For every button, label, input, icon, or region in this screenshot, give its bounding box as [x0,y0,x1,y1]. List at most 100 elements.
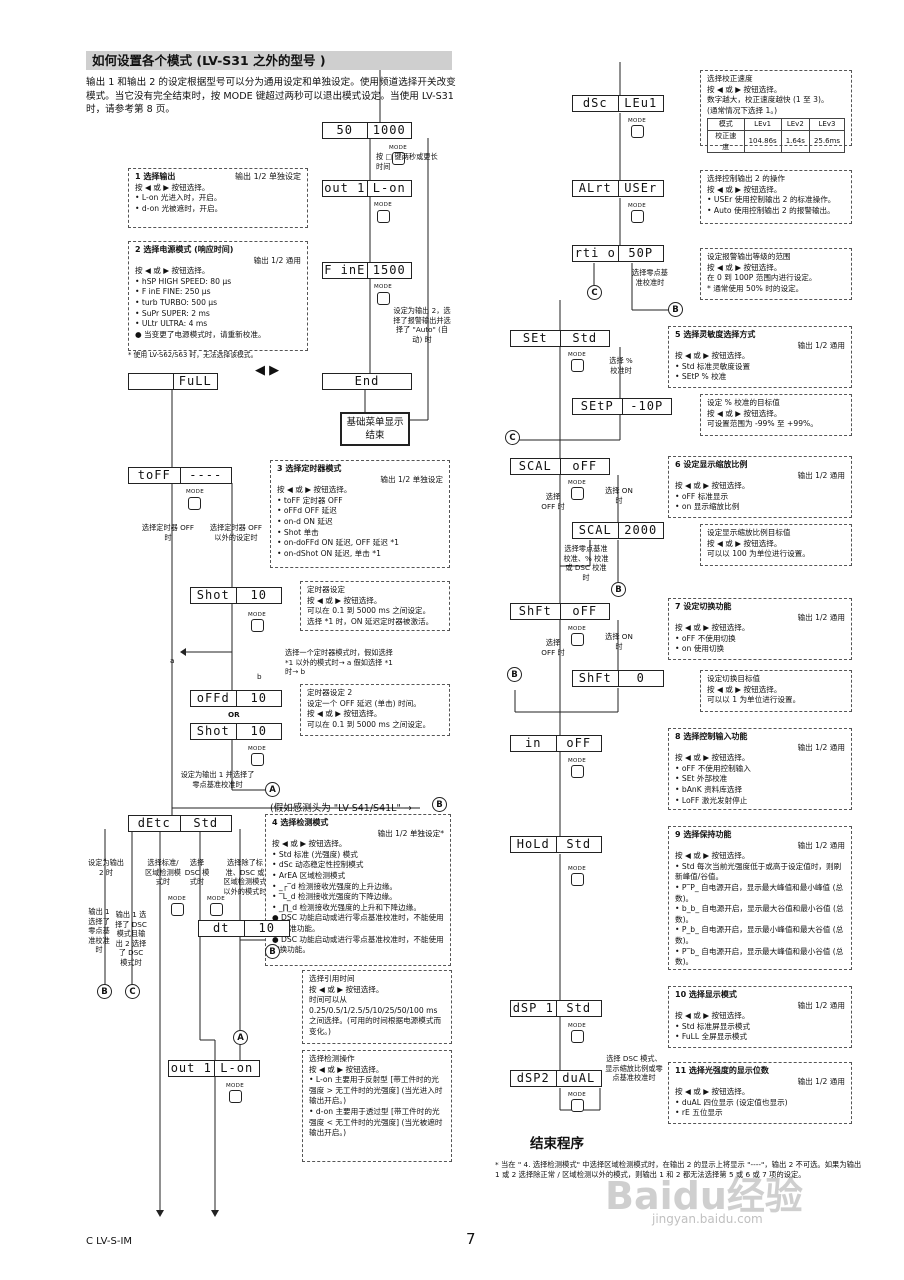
display-end: End [322,373,412,390]
mode-label: MODE [568,866,586,872]
box-scaling-target: 设定显示缩放比例目标值 按 ◀ 或 ▶ 按钮选择。 可以以 100 为单位进行设… [700,524,852,566]
mode-button[interactable] [392,152,405,165]
timer-off-note: 选择定时器 OFF 时 [141,523,195,542]
out1-zero-note: 设定为输出 1 并选择了零点基准校准时 [180,770,255,789]
box-timer-setting: 定时器设定 按 ◀ 或 ▶ 按钮选择。 可以在 0.1 到 5000 ms 之间… [300,581,450,631]
box-8-control-input: 8 选择控制输入功能 输出 1/2 通用 按 ◀ 或 ▶ 按钮选择。 • oFF… [668,728,852,810]
timer-other-note: 选择定时器 OFF 以外的设定时 [209,523,263,542]
connector-a: A [265,782,280,797]
or-label: OR [228,710,240,719]
end-menu-box: 基础菜单显示结束 [340,412,410,446]
box-7-shift: 7 设定切换功能 输出 1/2 通用 按 ◀ 或 ▶ 按钮选择。 • oFF 不… [668,598,852,660]
dsc-mode-note: 选择 DSC 模式时 [184,858,210,886]
mode-label: MODE [168,896,186,902]
box-timer-setting-2: 定时器设定 2 设定一个 OFF 延迟 (单击) 时间。 按 ◀ 或 ▶ 按钮选… [300,684,450,736]
mode-label: MODE [568,1023,586,1029]
zero-ref-note: 选择零点基准校准时 [632,268,668,287]
intro-text: 输出 1 和输出 2 的设定根据型号可以分为通用设定和单独设定。使用频道选择开关… [86,77,456,115]
connector-b-3: B [265,944,280,959]
display-setp: SEtP-10P [572,398,672,415]
mode-button[interactable] [571,1030,584,1043]
mode-button[interactable] [571,1099,584,1112]
mode-label: MODE [628,118,646,124]
mode-button[interactable] [377,292,390,305]
press-mode-note: 按 □ 键两秒或更长时间 [376,152,438,171]
mode-button[interactable] [229,1090,242,1103]
mode-button[interactable] [571,487,584,500]
mode-button[interactable] [188,497,201,510]
connector-c: C [125,984,140,999]
out1-dsc-note: 输出 1 选择了零点基准校准时 [88,907,110,954]
out2-set-note: 设定为输出 2 时 [88,858,124,877]
mode-button[interactable] [571,765,584,778]
std-area-note: 选择标准/区域检测模式时 [145,858,181,886]
box-shift-target: 设定切换目标值 按 ◀ 或 ▶ 按钮选择。 可以以 1 为单位进行设置。 [700,670,852,712]
footnote: * 当在 " 4. 选择检测模式" 中选择区域检测模式时，在输出 2 的显示上将… [495,1160,862,1179]
out1-dsc2-note: 输出 1 选择了 DSC 模式且输出 2 选择了 DSC 模式时 [115,910,147,967]
off-time-note-2: 选择 OFF 时 [541,638,565,657]
box-2-power-mode: 2 选择电源模式 (响应时间) 输出 1/2 通用 按 ◀ 或 ▶ 按钮选择。 … [128,241,308,351]
section-title: 如何设置各个模式 (LV-S31 之外的型号 ) [86,51,452,70]
box-5-sensitivity: 5 选择灵敏度选择方式 输出 1/2 通用 按 ◀ 或 ▶ 按钮选择。 • St… [668,326,852,388]
connector-b-2: B [97,984,112,999]
connector-b-5: B [611,582,626,597]
mode-label: MODE [568,1092,586,1098]
mode-button[interactable] [210,903,223,916]
out2-alarm-note: 设定为输出 2，选择了报警输出并选择了 "Auto" (自动) 时 [393,306,451,344]
off-time-note: 选择 OFF 时 [541,492,565,511]
mode-button[interactable] [631,125,644,138]
box-dsc-speed: 选择校正速度 按 ◀ 或 ▶ 按钮选择。 数字越大，校正速度越快 (1 至 3)… [700,70,852,154]
mode-label: MODE [186,489,204,495]
mode-label: MODE [568,480,586,486]
box-10-display-mode: 10 选择显示模式 输出 1/2 通用 按 ◀ 或 ▶ 按钮选择。 • Std … [668,986,852,1048]
box-2-note: * 使用 LV-S62/S63 时，无法选择该模式。 [128,351,258,359]
box-response-time: 选择引用时间 按 ◀ 或 ▶ 按钮选择。 时间可以从 0.25/0.5/1/2.… [302,970,452,1044]
mode-label: MODE [207,896,225,902]
timer-select-note: 选择一个定时器模式时，假如选择 *1 以外的模式时→ a 假如选择 *1 时→ … [285,648,393,676]
mode-button[interactable] [571,359,584,372]
box-6-scaling: 6 设定显示缩放比例 输出 1/2 通用 按 ◀ 或 ▶ 按钮选择。 • oFF… [668,456,852,518]
mode-button[interactable] [251,619,264,632]
box-detect-operation: 选择检测操作 按 ◀ 或 ▶ 按钮选择。 • L-on 主要用于反射型 [带工件… [302,1050,452,1162]
lvs41-note: (假如感测头为 "LV-S41/S41L" → [270,803,412,814]
box-9-hold: 9 选择保持功能 输出 1/2 通用 按 ◀ 或 ▶ 按钮选择。 • Std 每… [668,826,852,970]
mode-button[interactable] [251,753,264,766]
mode-label: MODE [389,145,407,151]
on-time-note-2: 选择 ON 时 [605,632,633,651]
mode-button[interactable] [571,873,584,886]
box-alarm-output: 选择控制输出 2 的操作 按 ◀ 或 ▶ 按钮选择。 • USEr 使用控制输出… [700,170,852,224]
mode-label: MODE [374,284,392,290]
box-3-timer: 3 选择定时器模式 输出 1/2 单独设定 按 ◀ 或 ▶ 按钮选择。 • to… [270,460,450,568]
mode-button[interactable] [631,210,644,223]
mode-button[interactable] [171,903,184,916]
mode-button[interactable] [571,633,584,646]
box-11-display-digits: 11 选择光强度的显示位数 输出 1/2 通用 按 ◀ 或 ▶ 按钮选择。 • … [668,1062,852,1124]
page-number: 7 [466,1230,476,1248]
mode-label: MODE [568,626,586,632]
branch-b-label: b [257,672,262,681]
connector-b-6: B [507,667,522,682]
mode-label: MODE [226,1083,244,1089]
mode-label: MODE [248,746,266,752]
mode-button[interactable] [377,210,390,223]
on-time-note: 选择 ON 时 [605,486,633,505]
connector-a-2: A [233,1030,248,1045]
